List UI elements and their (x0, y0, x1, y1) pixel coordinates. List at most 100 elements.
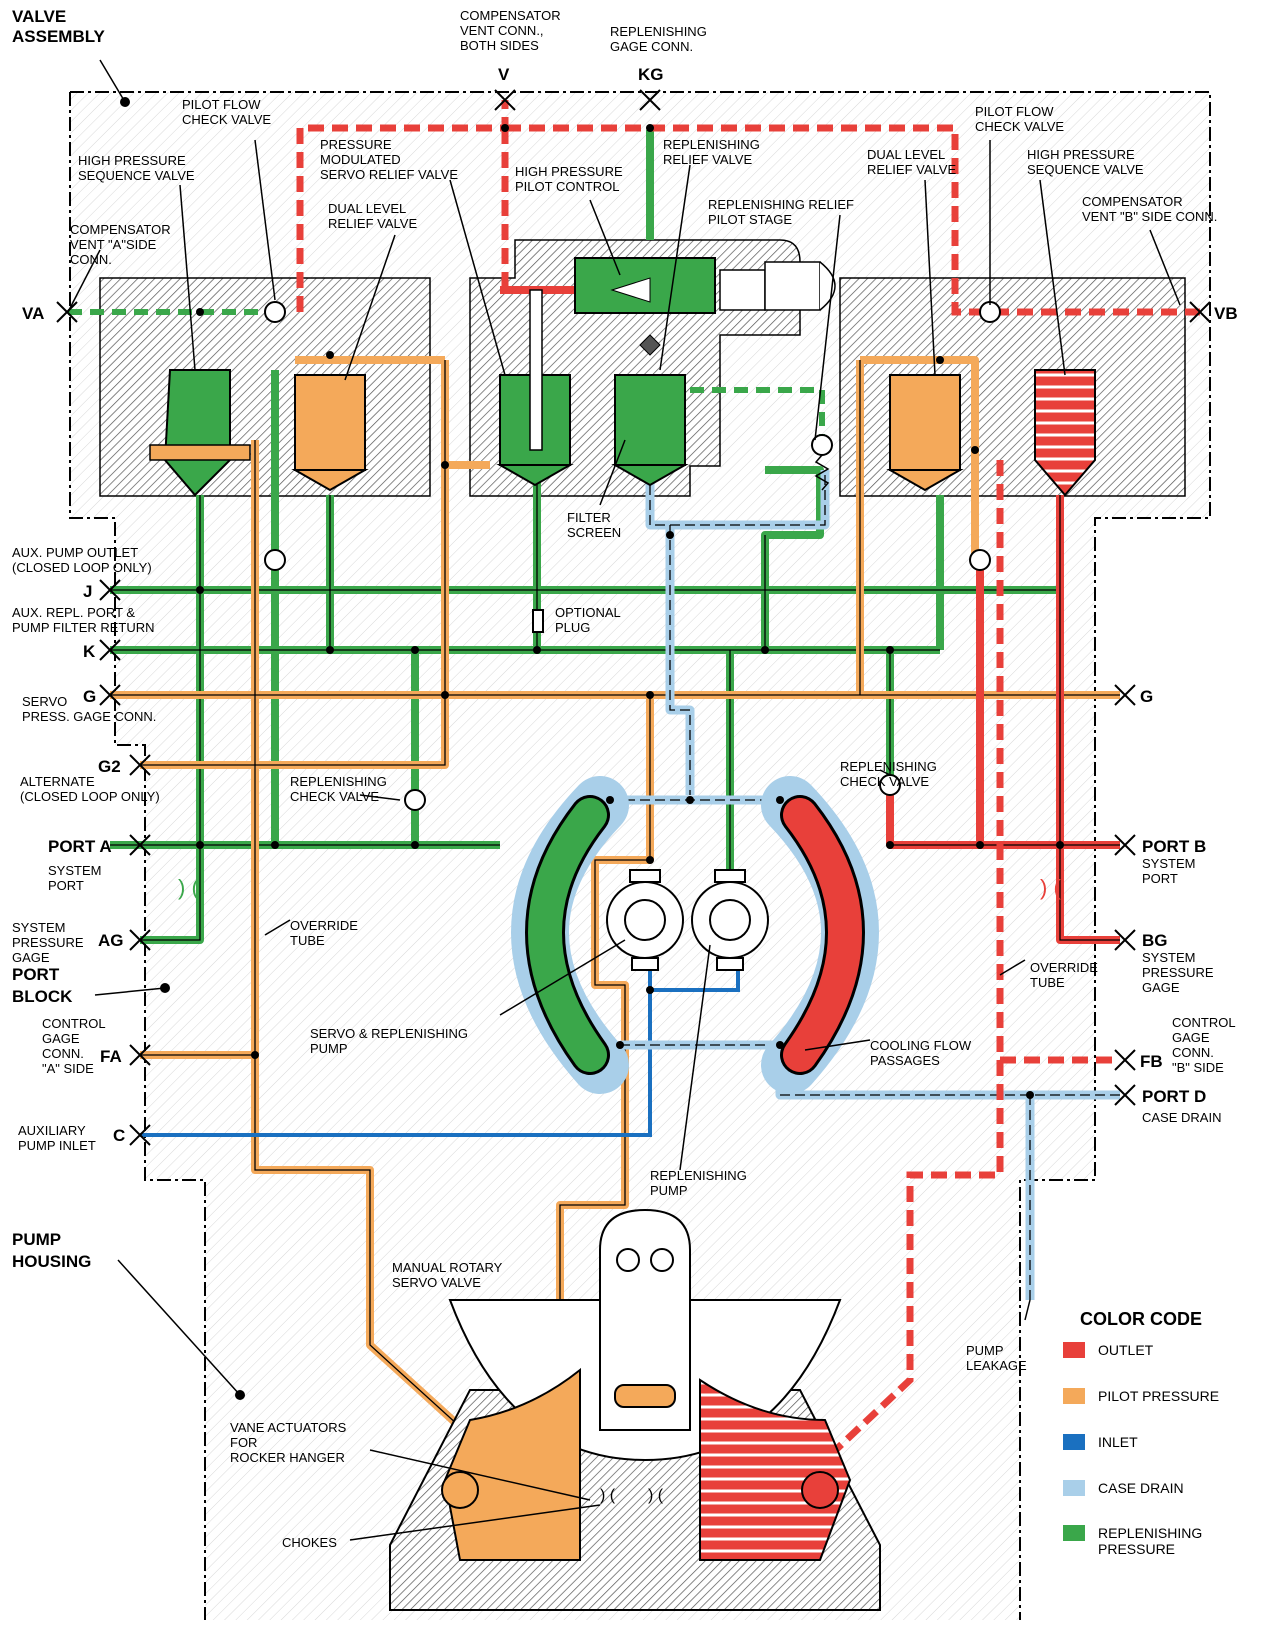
servo-replenishing-pump-icon (606, 869, 684, 971)
valve-assembly-label: VALVE ASSEMBLY (12, 7, 106, 46)
pilot-flow-check-valve-left (264, 301, 286, 323)
servo-repl-pump-label: SERVO & REPLENISHING PUMP (310, 1026, 472, 1056)
pilot-flow-check-right-label: PILOT FLOW CHECK VALVE (975, 104, 1064, 134)
port-ag-label: AG (98, 931, 124, 950)
legend-label-pilot: PILOT PRESSURE (1098, 1388, 1219, 1404)
repl-dashed-right (690, 387, 825, 435)
chokes-label: CHOKES (282, 1535, 337, 1550)
servo-press-gage-label: SERVO PRESS. GAGE CONN. (22, 694, 156, 724)
vane-actuators-label: VANE ACTUATORS FOR ROCKER HANGER (230, 1420, 350, 1465)
aux-pump-inlet-label: AUXILIARY PUMP INLET (18, 1123, 96, 1153)
sys-press-gage-a-label: SYSTEM PRESSURE GAGE (12, 920, 87, 965)
replenishing-core (110, 470, 1060, 941)
port-bg-label: BG (1142, 931, 1168, 950)
legend-swatch-pilot (1063, 1388, 1085, 1404)
aux-repl-port-label: AUX. REPL. PORT & PUMP FILTER RETURN (12, 605, 155, 635)
choke-left-symbol: ) ( (600, 1487, 616, 1504)
port-g2-label: G2 (98, 757, 121, 776)
replenishing-pump-icon (691, 869, 769, 971)
arm-hole-2 (650, 1248, 674, 1272)
choke-port-a-symbol: ) ( (178, 875, 199, 900)
repl-relief-label: REPLENISHING RELIEF VALVE (663, 137, 763, 167)
alternate-label: ALTERNATE (CLOSED LOOP ONLY) (20, 774, 160, 804)
servo-spool (614, 1384, 676, 1408)
port-vb-label: VB (1214, 304, 1238, 323)
cooling-flow-label: COOLING FLOW PASSAGES (870, 1038, 975, 1068)
comp-vent-a-label: COMPENSATOR VENT "A"SIDE CONN. (70, 222, 174, 267)
filter-screen-label: FILTER SCREEN (567, 510, 621, 540)
aux-pump-outlet-label: AUX. PUMP OUTLET (CLOSED LOOP ONLY) (12, 545, 152, 575)
legend-title: COLOR CODE (1080, 1309, 1202, 1329)
legend-label-inlet: INLET (1098, 1434, 1138, 1450)
port-kg-label: KG (638, 65, 664, 84)
check-valve-top-right (969, 549, 991, 571)
port-g-label: G (83, 687, 96, 706)
legend-swatch-replenishing (1063, 1525, 1085, 1541)
press-mod-servo-label: PRESSURE MODULATED SERVO RELIEF VALVE (320, 137, 458, 182)
pilot-flow-check-left-label: PILOT FLOW CHECK VALVE (182, 97, 271, 127)
legend-swatch-inlet (1063, 1434, 1085, 1450)
vane-actuator-right (699, 1378, 852, 1561)
port-va-label: VA (22, 304, 44, 323)
pump-leakage-label: PUMP LEAKAGE (966, 1343, 1027, 1373)
repl-relief-pilot-label: REPLENISHING RELIEF PILOT STAGE (708, 197, 858, 227)
kidney-port-a-fill (528, 798, 607, 1072)
sys-press-gage-b-label: SYSTEM PRESSURE GAGE (1142, 950, 1217, 995)
dual-level-right-label: DUAL LEVEL RELIEF VALVE (867, 147, 956, 177)
repl-gage-conn-label: REPLENISHING GAGE CONN. (610, 24, 710, 54)
outlet-core (890, 495, 1120, 941)
dual-level-relief-valve-right (886, 374, 964, 492)
comp-vent-b-label: COMPENSATOR VENT "B" SIDE CONN. (1082, 194, 1217, 224)
control-gage-a-label: CONTROL GAGE CONN. "A" SIDE (42, 1016, 109, 1076)
pointer-lines (67, 59, 1181, 1541)
repl-check-right-label: REPLENISHING CHECK VALVE (840, 759, 940, 789)
port-k-label: K (83, 642, 96, 661)
system-port-b-label: SYSTEM PORT (1142, 856, 1199, 886)
manual-rotary-label: MANUAL ROTARY SERVO VALVE (392, 1260, 506, 1290)
override-tube-left-label: OVERRIDE TUBE (290, 918, 362, 948)
override-tube-right-label: OVERRIDE TUBE (1030, 960, 1102, 990)
choke-right-symbol: ) ( (648, 1487, 664, 1504)
port-block-label: PORT BLOCK (12, 965, 73, 1006)
control-gage-b-label: CONTROL GAGE CONN. "B" SIDE (1172, 1015, 1239, 1075)
dual-level-left-label: DUAL LEVEL RELIEF VALVE (328, 201, 417, 231)
port-fb-label: FB (1140, 1052, 1163, 1071)
valve-assembly-outline (70, 91, 1211, 1620)
dual-level-relief-valve-left (291, 374, 369, 492)
hp-seq-right-label: HIGH PRESSURE SEQUENCE VALVE (1027, 147, 1144, 177)
port-j-label: J (83, 582, 92, 601)
kidney-port-b-fill (783, 798, 862, 1072)
arm-hole-1 (616, 1248, 640, 1272)
color-code-legend: COLOR CODE OUTLET PILOT PRESSURE INLET C… (1063, 1309, 1219, 1557)
port-c-label: C (113, 1126, 125, 1145)
port-a-label: PORT A (48, 837, 112, 856)
legend-label-case-drain: CASE DRAIN (1098, 1480, 1184, 1496)
comp-vent-both-label: COMPENSATOR VENT CONN., BOTH SIDES (460, 8, 564, 53)
replenishing-check-valve-left (404, 789, 426, 811)
choke-port-b-symbol: ) ( (1040, 875, 1061, 900)
junction-dots (120, 97, 1064, 1400)
legend-label-replenishing: REPLENISHING PRESSURE (1098, 1525, 1206, 1557)
hp-pilot-control (574, 257, 836, 314)
pressure-modulated-servo-relief-valve (496, 289, 574, 487)
hp-sequence-valve-left (149, 369, 251, 497)
optional-plug-icon (532, 609, 544, 633)
legend-swatch-outlet (1063, 1342, 1085, 1358)
pivot-left (441, 1471, 479, 1509)
port-fa-label: FA (100, 1047, 122, 1066)
port-markers (56, 89, 1211, 1146)
hp-sequence-valve-right (1034, 369, 1096, 497)
replenishing-relief-valve (611, 334, 689, 487)
optional-plug-label: OPTIONAL PLUG (555, 605, 624, 635)
check-valves (264, 301, 1001, 811)
hp-pilot-control-label: HIGH PRESSURE PILOT CONTROL (515, 164, 626, 194)
port-b-label: PORT B (1142, 837, 1206, 856)
legend-label-outlet: OUTLET (1098, 1342, 1154, 1358)
repl-pump-label: REPLENISHING PUMP (650, 1168, 750, 1198)
check-valve-top-left (264, 549, 286, 571)
pivot-right (801, 1471, 839, 1509)
pump-housing-label: PUMP HOUSING (12, 1230, 91, 1271)
hp-seq-left-label: HIGH PRESSURE SEQUENCE VALVE (78, 153, 195, 183)
legend-swatch-case-drain (1063, 1480, 1085, 1496)
port-block-outline (69, 92, 206, 1620)
